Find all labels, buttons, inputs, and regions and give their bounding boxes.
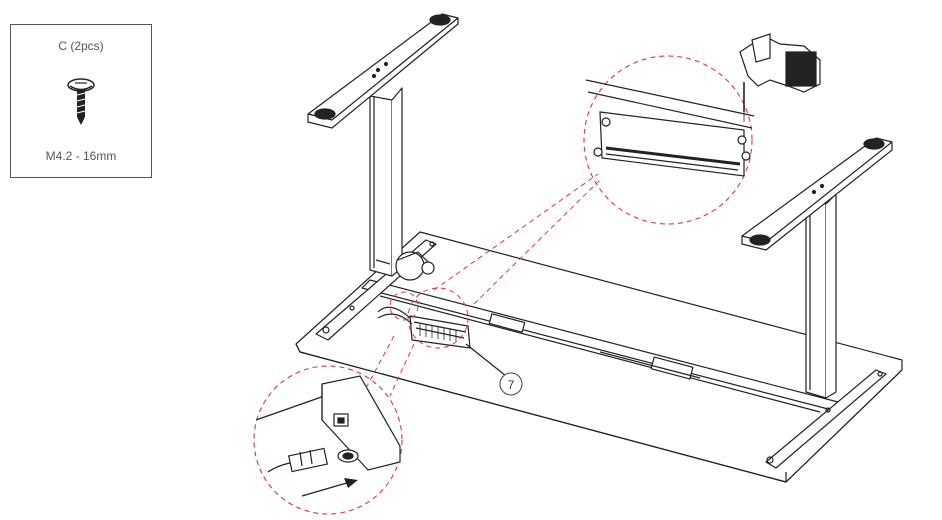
control-box xyxy=(377,306,471,349)
right-top-foot xyxy=(741,137,893,251)
parts-spec: M4.2 - 16mm xyxy=(45,149,117,163)
parts-title: C (2pcs) xyxy=(58,39,104,53)
left-leg-column xyxy=(369,87,403,277)
right-leg-column xyxy=(805,193,837,399)
right-base-bracket xyxy=(765,369,887,469)
step-number: 7 xyxy=(508,378,515,392)
detail-connector-lines xyxy=(365,173,601,397)
parts-legend-box: C (2pcs) M4.2 - 16mm xyxy=(10,24,152,178)
screw-icon xyxy=(67,78,95,125)
left-top-foot xyxy=(307,13,459,129)
step-leader-line xyxy=(465,343,507,377)
plug-icon xyxy=(267,447,328,473)
desk-top xyxy=(295,231,903,483)
detail-circle-plug xyxy=(253,365,403,515)
arrow-icon xyxy=(301,478,358,497)
detail-circle-mount xyxy=(583,55,755,225)
step-number-callout: 7 xyxy=(499,372,523,396)
motor xyxy=(395,251,435,281)
drill-icon xyxy=(739,33,821,122)
